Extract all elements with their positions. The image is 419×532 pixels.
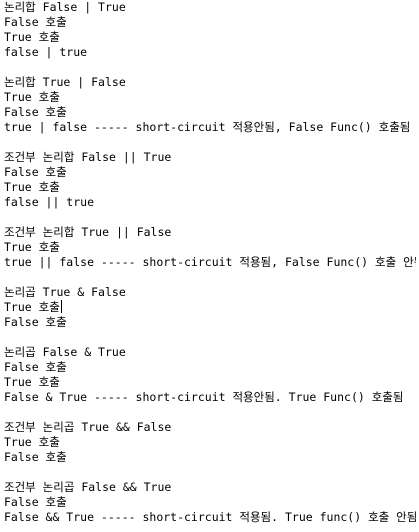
blank-line: [4, 60, 416, 75]
blank-line: [4, 330, 416, 345]
console-line: true || false ----- short-circuit 적용됨, F…: [4, 255, 416, 269]
blank-line: [4, 210, 416, 225]
console-line: False && True ----- short-circuit 적용됨. T…: [4, 510, 416, 524]
console-line: 논리합 False | True: [4, 0, 126, 14]
blank-line: [4, 465, 416, 480]
console-line: 조건부 논리합 True || False: [4, 225, 172, 239]
console-output: 논리합 False | True False 호출 True 호출 false …: [4, 0, 416, 532]
console-line: 조건부 논리합 False || True: [4, 150, 172, 164]
console-line: False 호출: [4, 165, 67, 179]
blank-line: [4, 135, 416, 150]
console-line: False 호출: [4, 315, 67, 329]
text-caret: [60, 300, 62, 313]
console-line: 논리곱 True & False: [4, 285, 126, 299]
console-line: True 호출: [4, 90, 60, 104]
console-line: true | false ----- short-circuit 적용안됨, F…: [4, 120, 411, 134]
console-line: 조건부 논리곱 True && False: [4, 420, 172, 434]
console-line: False 호출: [4, 15, 67, 29]
console-line: 논리합 True | False: [4, 75, 126, 89]
console-line: false || true: [4, 195, 95, 209]
console-line: false | true: [4, 45, 88, 59]
console-line: False 호출: [4, 450, 67, 464]
console-line: True 호출: [4, 240, 60, 254]
console-line: True 호출: [4, 375, 60, 389]
console-line: True 호출: [4, 180, 60, 194]
blank-line: [4, 270, 416, 285]
console-line: False 호출: [4, 495, 67, 509]
console-line: 조건부 논리곱 False && True: [4, 480, 172, 494]
console-line: True 호출: [4, 30, 60, 44]
console-line: 논리곱 False & True: [4, 345, 126, 359]
console-line: True 호출: [4, 435, 60, 449]
console-line-text: True 호출: [4, 300, 60, 314]
console-line: False 호출: [4, 105, 67, 119]
console-line-with-caret[interactable]: True 호출: [4, 300, 416, 315]
blank-line: [4, 405, 416, 420]
console-line: False & True ----- short-circuit 적용안됨. T…: [4, 390, 404, 404]
console-line: False 호출: [4, 360, 67, 374]
